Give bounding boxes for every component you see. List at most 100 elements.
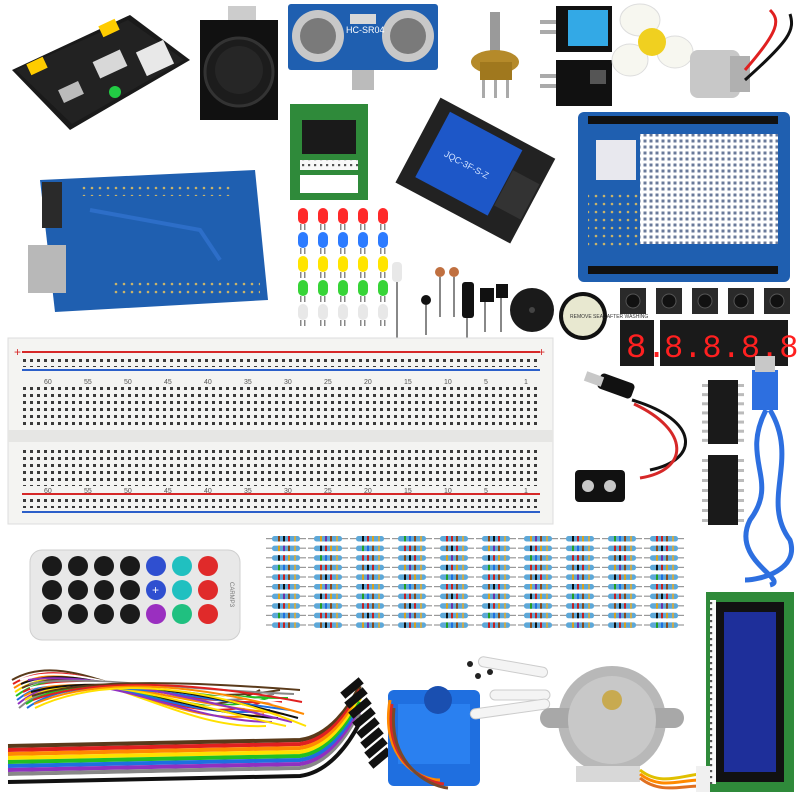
rail-plus-right: + [538,345,545,359]
remote-button: + [146,580,166,600]
breadboard: + + [7,337,554,525]
resistor [602,593,642,600]
resistor [518,574,558,580]
resistor [644,536,684,542]
breadboard-number: 10 [444,379,452,386]
resistor [266,584,306,590]
led [298,280,308,302]
resistor [350,574,390,580]
resistor [518,536,558,542]
resistor [308,603,348,609]
servo-horns [467,656,551,720]
ir-remote: + CARMP3 [29,549,241,641]
resistor [476,545,516,552]
wire-connector [368,747,392,769]
push-button [692,288,718,314]
resistor [602,612,642,619]
jumper-wire [33,685,305,715]
push-button [656,288,682,314]
breadboard-number: 1 [524,488,528,495]
humidity-sensor [540,6,612,52]
wire-connector [340,677,364,699]
resistor [560,622,600,628]
resistor [560,593,600,600]
breadboard-number: 30 [284,488,292,495]
resistor [434,536,474,542]
resistor [392,574,432,580]
resistor [518,593,558,600]
svg-text:+: + [152,583,159,597]
resistor [434,574,474,580]
remote-button [94,556,114,576]
remote-button [146,556,166,576]
resistor [602,574,642,580]
breadboard-number: 20 [364,488,372,495]
resistor [266,622,306,628]
resistor [350,612,390,619]
resistor [392,593,432,600]
breadboard-number: 5 [484,379,488,386]
breadboard-number: 10 [444,488,452,495]
resistor [476,603,516,609]
transistors [480,284,508,332]
ultrasonic-sensor: HC-SR04 [288,4,438,90]
seven-segment-quad: 8.8.8.8. [660,320,800,367]
led [338,256,348,278]
led [318,280,328,302]
remote-button [198,556,218,576]
resistor [518,603,558,609]
breadboard-number: 35 [244,488,252,495]
push-button [728,288,754,314]
breadboard-number: 15 [404,379,412,386]
wire-connector [352,707,376,729]
resistor [350,603,390,609]
breadboard-number: 55 [84,488,92,495]
remote-button [94,604,114,624]
resistor [602,564,642,571]
breadboard-number: 60 [44,379,52,386]
resistor [266,603,306,609]
resistor [308,584,348,590]
resistor [266,564,306,571]
resistor [476,555,516,561]
remote-button [94,580,114,600]
jumper-wire [32,683,303,703]
resistor [644,584,684,590]
stepper-driver-board [290,104,368,200]
remote-button [120,580,140,600]
remote-button [198,580,218,600]
wire-connector [356,717,380,739]
battery-clip-cable [575,371,687,502]
remote-button [42,556,62,576]
buzzers: REMOVE SEAL AFTER WASHING [510,288,648,340]
buzzer-label: REMOVE SEAL AFTER WASHING [570,314,648,320]
resistor [266,593,306,600]
remote-button [120,556,140,576]
resistor [476,564,516,571]
resistor [266,612,306,619]
resistor [560,574,600,580]
resistor [266,574,306,580]
resistor [560,564,600,571]
lcd-module [706,592,794,792]
led [298,304,308,326]
led [358,280,368,302]
resistor [266,536,306,542]
resistor [476,574,516,580]
led [298,232,308,254]
usb-cable [743,356,795,588]
ir-receiver-module [540,60,612,106]
breadboard-number: 55 [84,379,92,386]
breadboard-number: 35 [244,379,252,386]
led [358,304,368,326]
led [318,208,328,230]
breadboard-number: 40 [204,379,212,386]
resistor [644,603,684,609]
resistor [560,603,600,609]
resistor [560,584,600,590]
microcontroller-board [28,170,268,312]
jumper-wire [16,681,271,713]
wire-connector [364,737,388,759]
